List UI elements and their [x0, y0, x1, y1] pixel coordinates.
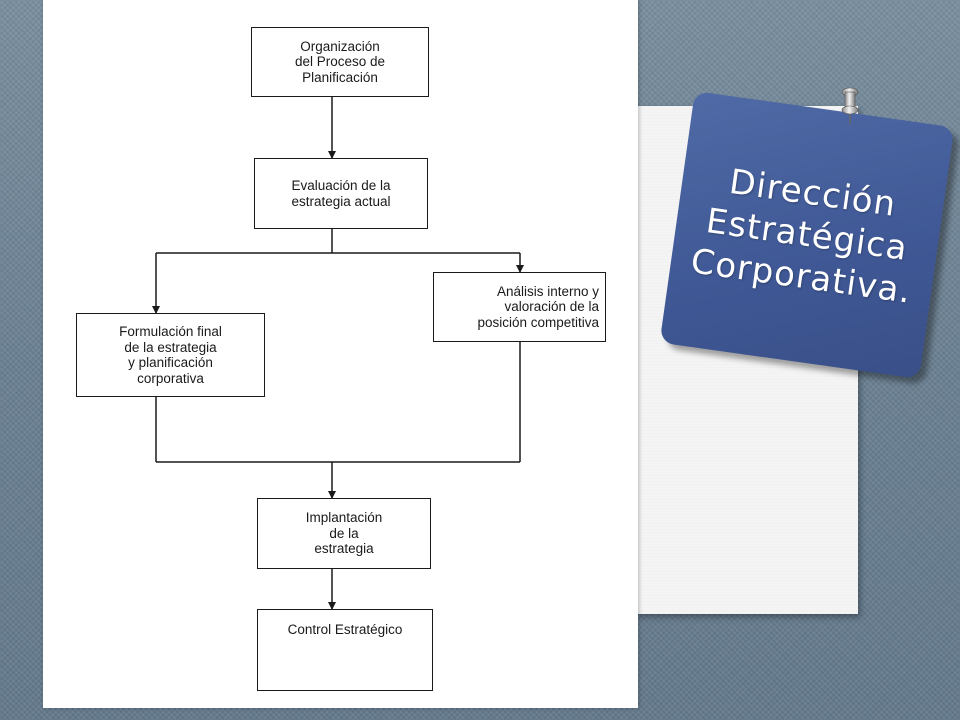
box-formulacion-line-1: Formulación final: [119, 324, 222, 339]
box-evaluacion: Evaluación de la estrategia actual: [254, 158, 428, 229]
box-evaluacion-line-2: estrategia actual: [291, 193, 391, 209]
box-control-line-1: Control Estratégico: [287, 622, 403, 637]
box-analisis-line-1: Análisis interno y: [496, 283, 599, 299]
title-tag: Dirección Estratégica Corporativa.: [659, 91, 955, 379]
box-control: Control Estratégico: [257, 609, 433, 691]
box-analisis: Análisis interno y valoración de la posi…: [433, 272, 606, 342]
flowchart-sheet: Organización del Proceso de Planificació…: [43, 0, 638, 708]
box-implantacion-line-2: de la: [329, 525, 359, 541]
box-analisis-line-2: valoración de la: [504, 299, 599, 315]
box-analisis-line-3: posición competitiva: [477, 314, 599, 330]
box-organizacion: Organización del Proceso de Planificació…: [251, 27, 429, 97]
box-implantacion-line-1: Implantación: [305, 510, 383, 526]
box-organizacion-line-1: Organización: [300, 38, 380, 54]
box-organizacion-line-3: Planificación: [302, 69, 378, 85]
box-formulacion-line-2: de la estrategia: [124, 339, 217, 355]
box-formulacion-line-3: y planificación: [128, 355, 213, 370]
pushpin-icon: [841, 87, 859, 124]
box-formulacion-line-4: corporativa: [137, 370, 204, 386]
box-implantacion: Implantación de la estrategia: [257, 498, 431, 569]
box-evaluacion-line-1: Evaluación de la: [291, 178, 391, 193]
box-organizacion-line-2: del Proceso de: [294, 54, 386, 70]
box-implantacion-line-3: estrategia: [314, 541, 374, 557]
flowchart-connectors: [152, 97, 524, 610]
box-formulacion: Formulación final de la estrategia y pla…: [76, 313, 265, 397]
slide-title: Dirección Estratégica Corporativa.: [688, 157, 926, 313]
